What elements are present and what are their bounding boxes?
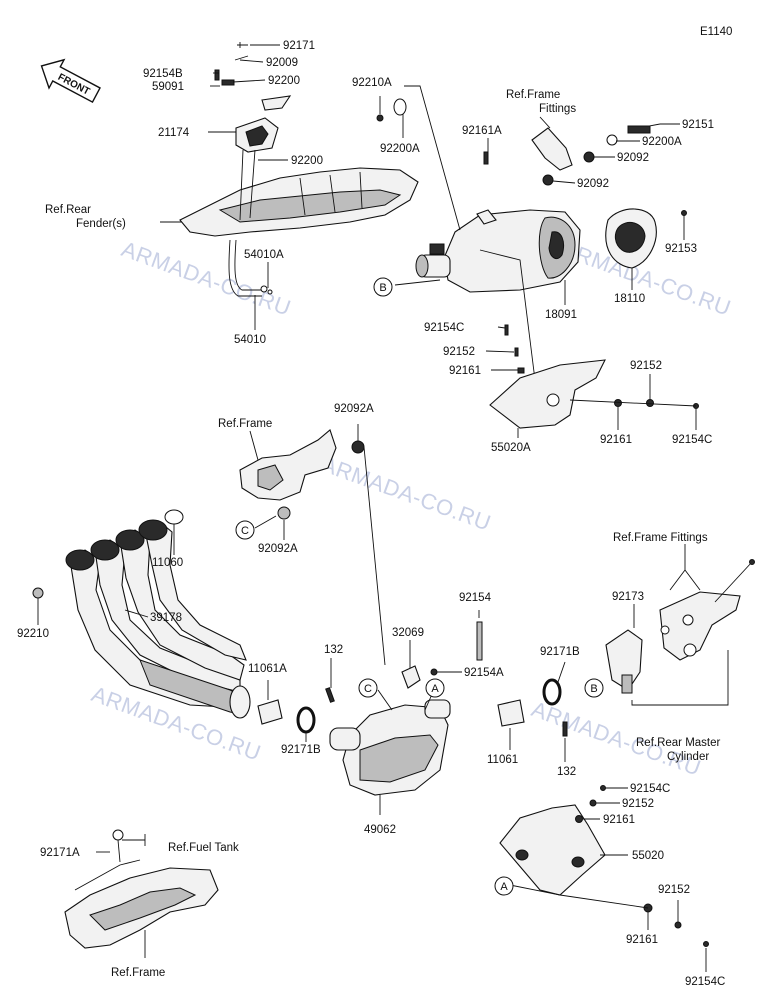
callout-B-top-label: B [379,282,386,294]
ref-rear-master-line1: Ref.Rear Master [636,737,721,749]
part-92092-a: 92092 [617,152,649,164]
part-59091: 59091 [152,81,184,93]
callout-A-bottom [494,876,514,896]
callout-A-center-label: A [431,683,439,695]
ref-frame-fittings-top-line1: Ref.Frame [506,89,560,101]
part-55020A: 55020A [491,442,531,454]
callout-C-mid [235,520,255,540]
part-92154C-c: 92154C [630,783,670,795]
ref-rear-fender-line1: Ref.Rear [45,204,91,216]
part-92153: 92153 [665,243,697,255]
part-92200-b: 92200 [291,155,323,167]
part-92173: 92173 [612,591,644,603]
ref-fuel-tank: Ref.Fuel Tank [168,842,239,854]
callout-C-center [358,678,378,698]
callout-B-right-label: B [590,683,597,695]
part-92171A: 92171A [40,847,80,859]
exhaust-header-39178 [32,509,251,719]
part-32069: 32069 [392,627,424,639]
center-gaskets-clamps [257,678,568,737]
heat-shield-55020A [489,324,699,429]
part-54010A: 54010A [244,249,284,261]
callout-A-bottom-label: A [500,881,508,893]
heat-shield-55020 [499,785,709,947]
ref-frame-fittings-top-line2: Fittings [539,103,576,115]
frame-bottom [64,829,219,949]
part-92171B-b: 92171B [540,646,580,658]
part-92161-c: 92161 [603,814,635,826]
part-92200A-a: 92200A [380,143,420,155]
part-39178: 39178 [150,612,182,624]
part-11060: 11060 [152,557,183,569]
part-54010: 54010 [234,334,266,346]
callout-B-right [584,678,604,698]
part-92092A-b: 92092A [258,543,298,555]
part-11061A: 11061A [248,663,287,675]
ref-frame-mid: Ref.Frame [218,418,272,430]
pre-chamber-49062 [329,621,483,796]
part-92151: 92151 [682,119,714,131]
part-132-b: 132 [557,766,576,778]
part-92092A-a: 92092A [334,403,374,415]
part-92092-b: 92092 [577,178,609,190]
watermark-3: ARMADA-CO.RU [318,451,494,535]
part-92152-c: 92152 [622,798,654,810]
part-92154C-d: 92154C [685,976,725,988]
part-92154C-b: 92154C [672,434,712,446]
part-92009: 92009 [266,57,298,69]
part-92152-d: 92152 [658,884,690,896]
ref-rear-fender-line2: Fender(s) [76,218,126,230]
diagram-id: E1140 [700,26,732,38]
part-18110: 18110 [614,293,645,305]
frame-bracket-mid [239,429,365,520]
part-92161-b: 92161 [600,434,632,446]
part-92171: 92171 [283,40,315,52]
front-arrow-icon: FRONT [40,58,101,104]
ref-frame-bottom: Ref.Frame [111,967,165,979]
part-92161A: 92161A [462,125,502,137]
part-49062: 49062 [364,824,396,836]
part-92200A-b: 92200A [642,136,682,148]
part-92152-b: 92152 [630,360,662,372]
part-18091: 18091 [545,309,577,321]
part-21174: 21174 [158,127,190,139]
callout-C-center-label: C [364,683,372,695]
part-92161-d: 92161 [626,934,658,946]
part-92152-a: 92152 [443,346,475,358]
part-92171B-a: 92171B [281,744,321,756]
part-92154A: 92154A [464,667,504,679]
ref-frame-fittings-right: Ref.Frame Fittings [613,532,708,544]
rear-fender-assembly [179,42,419,297]
ref-rear-master-line2: Cylinder [667,751,709,763]
part-55020: 55020 [632,850,664,862]
callout-B-top [373,277,393,297]
part-92210: 92210 [17,628,49,640]
part-92154B: 92154B [143,68,183,80]
callout-C-mid-label: C [241,525,249,537]
part-92210A: 92210A [352,77,392,89]
part-92154: 92154 [459,592,492,604]
part-11061: 11061 [487,754,518,766]
callout-A-center [425,678,445,698]
part-92200-a: 92200 [268,75,300,87]
part-92154C-a: 92154C [424,322,464,334]
frame-fittings-right [605,559,755,694]
muffler-assembly [376,98,687,293]
part-132-a: 132 [324,644,343,656]
part-92161-a: 92161 [449,365,481,377]
